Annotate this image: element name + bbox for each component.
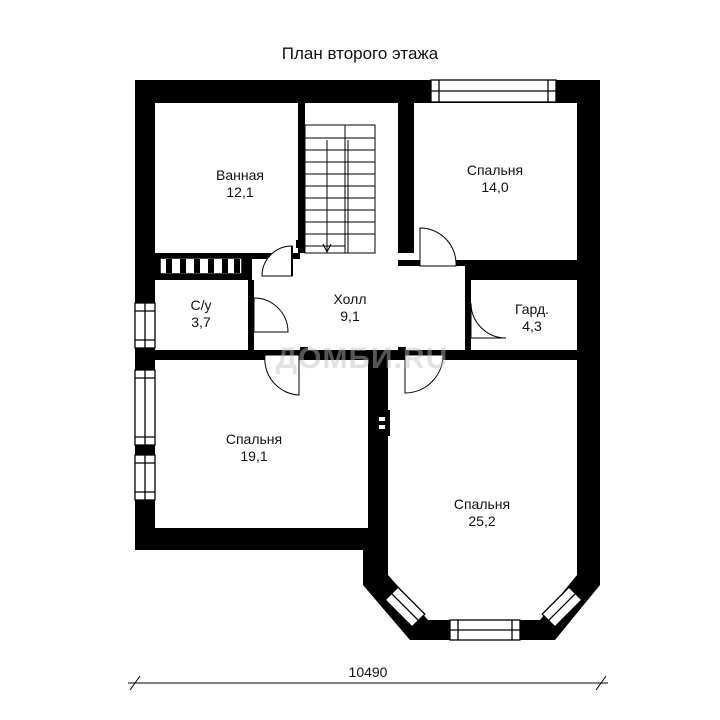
dimension-value: 10490 [349, 664, 388, 680]
dimension-line [128, 675, 608, 691]
room-wardrobe [469, 280, 577, 352]
room-bedroom-bottom-right [388, 360, 577, 620]
windows [134, 79, 557, 641]
partitions [155, 253, 577, 355]
bay-window-right [541, 586, 583, 628]
bay-window-left [384, 586, 426, 628]
room-label-wardrobe: Гард. [515, 301, 549, 317]
staircase [304, 124, 376, 254]
room-bedroom-top-right [414, 103, 577, 260]
room-area-bedroom-right: 25,2 [468, 513, 495, 529]
watermark: ДОМБИ.RU [276, 342, 449, 375]
door-jambs [296, 240, 406, 355]
room-area-bedroom-left: 19,1 [240, 448, 267, 464]
room-label-wc: С/у [191, 297, 212, 313]
column [376, 410, 390, 436]
room-label-bedroom-left: Спальня [226, 431, 282, 447]
doors [253, 227, 507, 396]
hall-top-fill [298, 253, 398, 281]
room-label-bedroom-top: Спальня [467, 162, 523, 178]
room-label-bathroom: Ванная [216, 167, 264, 183]
room-area-wc: 3,7 [191, 314, 211, 330]
room-area-hall: 9,1 [340, 308, 360, 324]
room-bathroom [155, 103, 298, 253]
room-label-hall: Холл [334, 291, 367, 307]
room-area-wardrobe: 4,3 [522, 318, 542, 334]
bathroom-railing [159, 257, 243, 275]
plan-title: План второго этажа [281, 44, 439, 63]
room-area-bathroom: 12,1 [226, 184, 253, 200]
room-area-bedroom-top: 14,0 [481, 179, 508, 195]
room-wc [155, 280, 248, 352]
room-bedroom-bottom-left [155, 360, 368, 528]
stair-area [305, 103, 398, 253]
room-label-bedroom-right: Спальня [454, 496, 510, 512]
